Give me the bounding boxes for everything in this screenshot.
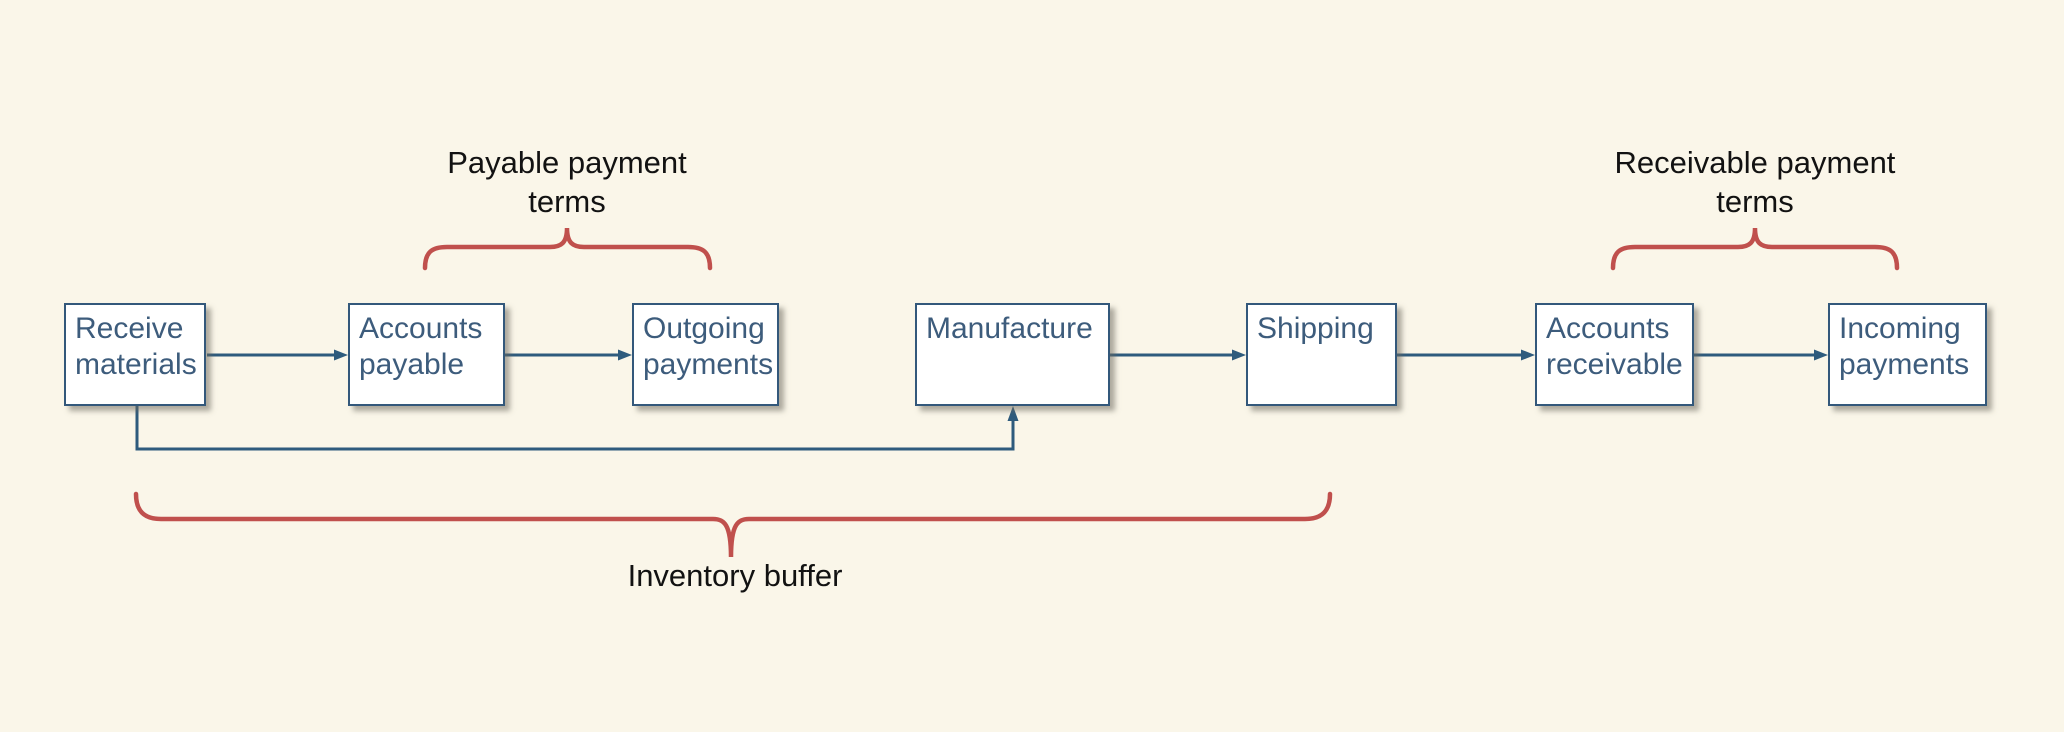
annotation-inventory-buffer: Inventory buffer (627, 558, 843, 593)
arrowhead-shipping-to-receivable (1521, 349, 1535, 361)
node-label: Accounts payable (359, 312, 483, 381)
arrowhead-receivable-to-incoming (1814, 349, 1828, 361)
arrowhead-into-manufacture (1007, 406, 1019, 421)
elbow-connector-receive-to-manufacture (135, 406, 1015, 451)
brace-payable-terms (422, 227, 713, 271)
node-accounts-payable: Accounts payable (348, 303, 505, 406)
node-accounts-receivable: Accounts receivable (1535, 303, 1694, 406)
brace-inventory-buffer (133, 491, 1333, 558)
annotation-receivable-payment-terms: Receivable payment terms (1614, 145, 1896, 219)
node-receive-materials: Receive materials (64, 303, 206, 406)
node-outgoing-payments: Outgoing payments (632, 303, 779, 406)
arrowhead-payable-to-outgoing (618, 349, 632, 361)
node-label: Shipping (1257, 312, 1374, 345)
node-label: Outgoing payments (643, 312, 774, 381)
node-label: Incoming payments (1839, 312, 1970, 381)
node-label: Accounts receivable (1546, 312, 1683, 381)
node-shipping: Shipping (1246, 303, 1397, 406)
arrowhead-manufacture-to-shipping (1232, 349, 1246, 361)
annotation-payable-payment-terms: Payable payment terms (447, 145, 687, 219)
node-label: Manufacture (926, 312, 1093, 345)
node-incoming-payments: Incoming payments (1828, 303, 1987, 406)
node-label: Receive materials (75, 312, 197, 381)
arrowhead-receive-to-payable (334, 349, 348, 361)
node-manufacture: Manufacture (915, 303, 1110, 406)
brace-receivable-terms (1610, 227, 1900, 271)
